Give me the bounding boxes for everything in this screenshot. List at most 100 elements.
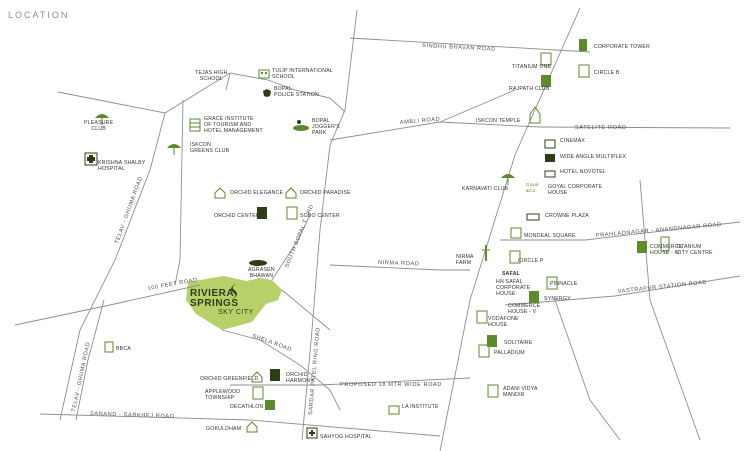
landmark-iskcon-greens: ISKCON GREENS CLUB [190,142,230,155]
landmark-tulip-school: TULIP INTERNATIONAL SCHOOL [272,68,333,81]
building-icon [540,52,552,71]
landmark-orchid-center: ORCHID CENTER [214,213,260,219]
landmark-crowne-plaza: CROWNE PLAZA [545,213,589,219]
landmark-hn-safal: HN SAFAL CORPORATE HOUSE [496,279,531,298]
label-sanand-sarkhej-road: SANAND - SARKHEJ ROAD [90,411,175,420]
building-icon [189,118,201,137]
tree-icon [248,254,268,272]
project-s-mark-icon [230,284,238,299]
building-icon [269,368,281,387]
umbrella-icon [166,140,182,161]
landmark-nirma-farm: NIRMA FARM [456,254,474,267]
label-vastrapur-road: VASTRAPUR STATION ROAD [618,280,708,295]
label-satelite-road: SATELITE ROAD [575,125,627,131]
hotel-icon [526,208,540,226]
landmark-pleasure-club: PLEASURE CLUB [84,120,114,133]
label-telav-ghuma-road: TELAV - GHUMA ROAD [114,176,144,245]
road-telav-ghuma-lower [75,299,105,421]
building-icon [509,250,521,269]
landmark-orchid-greenfield: ORCHID GREENFIELD [200,376,259,382]
police-badge-icon [262,85,272,103]
label-prahladnagar-road: PRAHLADNAGAR - ANANDNAGAR ROAD [596,222,722,239]
landmark-novotel: HOTEL NOVOTEL [560,169,606,175]
project-site-area[interactable] [186,276,282,330]
road-proposed-18 [230,377,471,386]
house-icon [285,186,297,204]
landmark-solitaire: SOLITAIRE [504,340,533,346]
landmark-goyal-house: GOYAL CORPORATE HOUSE [548,184,603,197]
goyal-logo: Goyal &Co. [526,182,539,194]
project-name-line3: SKY CITY [218,309,254,316]
label-nirma-road: NIRMA ROAD [378,260,420,267]
building-icon [286,206,298,225]
school-icon [104,340,114,358]
landmark-commerce-5: COMMERCE HOUSE - V [508,303,541,316]
landmark-synergy: SYNERGY [544,296,571,302]
hotel-icon [544,165,556,183]
landmark-tejas-school: TEJAS HIGH SCHOOL [195,70,228,83]
road-vastrapur [504,275,741,306]
landmark-pinnacle: PINNACLE [550,281,578,287]
road-shela [221,329,331,391]
landmark-cinemax: CINEMAX [560,138,586,144]
landmark-orchid-elegance: ORCHID ELEGANCE [230,190,284,196]
landmark-vodafone: VODAFONE HOUSE [488,316,519,329]
tower-icon [578,38,588,57]
jogger-park-icon [292,118,310,136]
cinema-icon [544,136,556,154]
landmark-decathlon: DECATHLON [230,404,264,410]
landmark-applewood: APPLEWOOD TOWNSHIP [205,389,241,402]
hospital-icon [306,426,318,444]
landmark-sahyog-hospital: SAHYOG HOSPITAL [320,434,372,440]
label-sindhu-bhavan-road: SINDHU BHAVAN ROAD [422,43,496,53]
road-100-feet [14,284,201,326]
project-name-line2: SPRINGS [190,298,239,309]
landmark-orchid-harmony: ORCHID HARMONY [286,372,314,385]
road-telav-ghuma [59,112,166,421]
landmark-iskcon-temple: ISKCON TEMPLE [476,118,521,124]
building-icon [252,386,264,405]
landmark-bbca: BBCA [116,346,131,352]
road-northwest-link [225,72,231,91]
school-icon [487,384,499,403]
label-proposed-18-road: PROPOSED 18 MTR WIDE ROAD [340,382,442,388]
map-title: LOCATION [8,10,70,20]
hospital-icon [84,152,98,171]
tree-icon [480,244,492,267]
building-icon [546,276,558,295]
landmark-titanium-city: TITANIUM CITY CENTRE [676,244,713,257]
building-icon [486,334,498,353]
building-icon [478,344,490,363]
landmark-palladium: PALLADIUM [494,350,525,356]
landmark-gokuldham: GOKULDHAM [206,426,242,432]
safal-logo: SAFAL [502,271,521,277]
road-ambli [329,121,541,141]
landmark-karnavati-club: KARNAVATI CLUB [462,186,509,192]
road-right-vertical [639,179,701,441]
label-shela-road: SHELA ROAD [251,333,292,353]
road-sanand-sarkhej [39,413,441,437]
road-100-feet-east [281,289,331,331]
landmark-rajpath-club: RAJPATH CLUB [509,86,550,92]
label-ambli-road: AMBLI ROAD [400,116,441,126]
road-sindhu-bhavan [349,37,591,53]
road-south-bopal [271,214,311,281]
landmark-krishna-hospital: KRISHNA SHALBY HOSPITAL [98,160,146,173]
road-right-vertical2 [554,299,621,441]
landmark-agrasen-bhawan: AGRASEN BHAWAN [248,267,275,280]
school-icon [388,402,400,420]
landmark-grace-institute: GRACE INSTITUTE OF TOURISM AND HOTEL MAN… [204,116,263,135]
project-name-line1: RIVIERA [190,288,234,299]
road-sindhu-south [319,9,358,231]
landmark-circle-p: CIRCLE P [518,258,544,264]
tower-icon [660,236,670,257]
cinema-icon [544,150,556,168]
landmark-orchid-paradise: ORCHID PARADISE [300,190,351,196]
building-icon [636,240,648,259]
label-telav-ghuma-road-lower: TELAV - GHUMA ROAD [71,341,92,412]
building-icon [540,74,552,93]
house-icon [246,420,258,438]
road-sardar-patel [301,229,321,441]
project-logo[interactable]: RIVIERA SPRINGS SKY CITY [190,284,254,316]
landmark-titanium-one: TITANIUM ONE [512,64,552,70]
